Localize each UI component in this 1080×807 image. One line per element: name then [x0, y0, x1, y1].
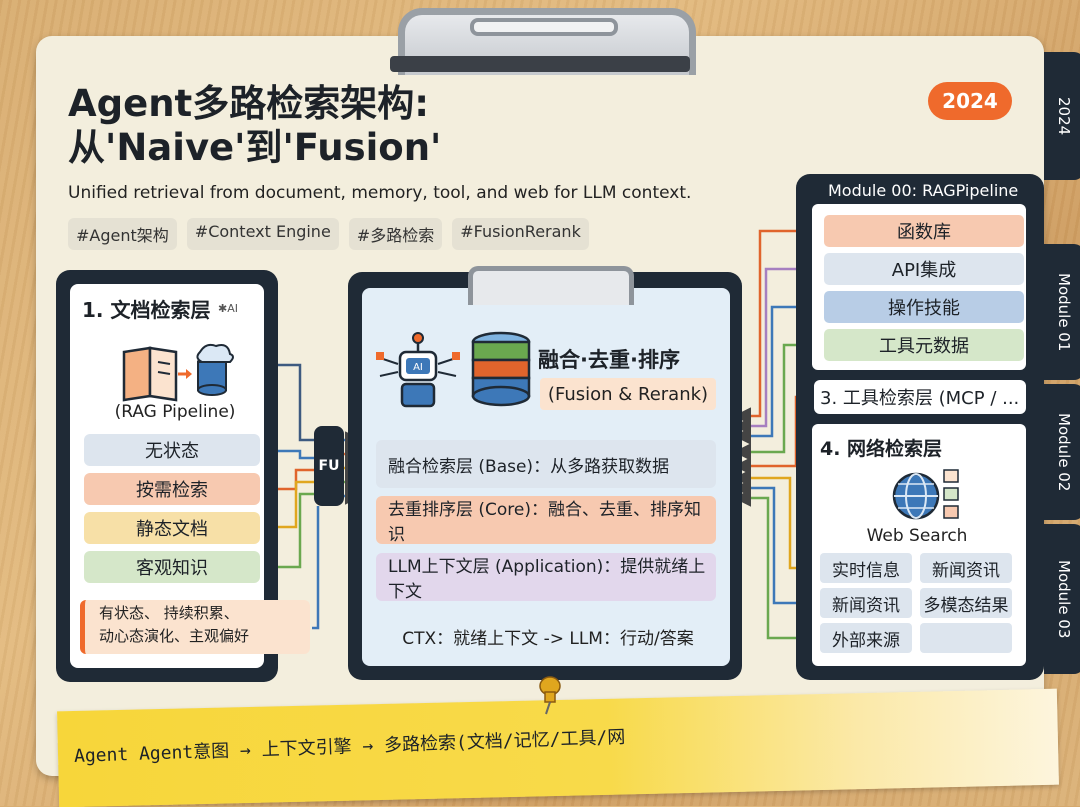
objective-knowledge-item: 客观知识 — [84, 551, 260, 583]
robot-icon: AI — [376, 328, 460, 412]
operation-skill-item: 操作技能 — [824, 291, 1024, 323]
web-retrieval-title: 4. 网络检索层 — [820, 434, 942, 461]
database-stack-icon — [468, 330, 534, 414]
on-demand-item: 按需检索 — [84, 473, 260, 505]
rag-pipeline-label: (RAG Pipeline) — [100, 402, 250, 422]
core-layer: 去重排序层 (Core)：融合、去重、排序知识 — [376, 496, 716, 544]
static-doc-item: 静态文档 — [84, 512, 260, 544]
function-library-item: 函数库 — [824, 215, 1024, 247]
note-line: 有状态、 持续积累、 — [99, 602, 310, 625]
application-layer: LLM上下文层 (Application)：提供就绪上下文 — [376, 553, 716, 601]
base-layer: 融合检索层 (Base)：从多路获取数据 — [376, 440, 716, 488]
fu-node: FU — [314, 426, 344, 506]
web-result-cell: 外部来源 — [820, 623, 912, 653]
module-00-label: Module 00: RAGPipeline — [828, 181, 1018, 200]
memory-note: 有状态、 持续积累、 动心态演化、主观偏好 — [80, 600, 310, 654]
api-integration-item: API集成 — [824, 253, 1024, 285]
fusion-subtitle: (Fusion & Rerank) — [540, 378, 716, 410]
globe-icon — [892, 468, 962, 522]
web-result-cell: 实时信息 — [820, 553, 912, 583]
tool-metadata-item: 工具元数据 — [824, 329, 1024, 361]
ai-chip-label: AI — [413, 362, 423, 373]
note-line: 动心态演化、主观偏好 — [99, 625, 310, 648]
web-result-cell: 新闻资讯 — [820, 588, 912, 618]
ctx-output: CTX：就绪上下文 -> LLM：行动/答案 — [378, 624, 718, 649]
tool-retrieval-layer: 3. 工具检索层 (MCP / ... — [814, 380, 1026, 414]
book-database-icon — [120, 340, 240, 404]
document-layer-title: 1. 文档检索层 — [82, 294, 210, 323]
pushpin-icon — [536, 676, 568, 716]
web-result-cell: 新闻资讯 — [920, 553, 1012, 583]
inner-clip — [468, 266, 634, 305]
web-result-cell: 多模态结果 — [920, 588, 1012, 618]
ai-mark: ✱AI — [218, 302, 238, 315]
web-search-label: Web Search — [852, 526, 982, 546]
web-result-cell-empty — [920, 623, 1012, 653]
connector-line — [312, 506, 318, 628]
fusion-title: 融合·去重·排序 — [538, 344, 680, 374]
stateless-item: 无状态 — [84, 434, 260, 466]
